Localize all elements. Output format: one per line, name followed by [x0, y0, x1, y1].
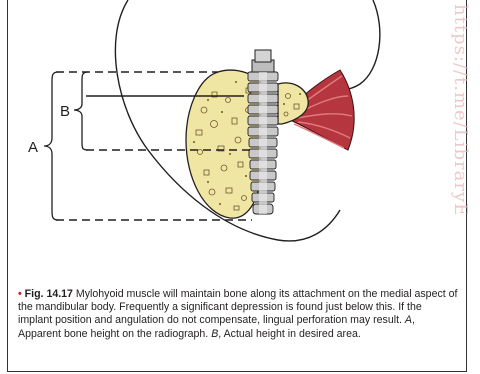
- caption-text-1: Mylohyoid muscle will maintain bone alon…: [18, 288, 458, 326]
- caption-text-3: , Actual height in desired area.: [218, 328, 361, 340]
- watermark: https://t.me/LibraryE: [445, 4, 471, 214]
- figure-number: Fig. 14.17: [25, 288, 73, 300]
- figure-caption: • Fig. 14.17 Mylohyoid muscle will maint…: [18, 288, 458, 341]
- bracket-b: [74, 72, 88, 150]
- dental-implant: [248, 50, 278, 214]
- bracket-a: [44, 72, 58, 220]
- label-b: B: [60, 103, 70, 120]
- bone-cross-section: [186, 70, 308, 218]
- jaw-outline-right: [316, 0, 380, 90]
- caption-letter-a: A: [405, 314, 412, 326]
- label-a: A: [28, 139, 38, 156]
- figure-illustration: A B: [8, 0, 466, 272]
- caption-bullet: •: [18, 288, 22, 300]
